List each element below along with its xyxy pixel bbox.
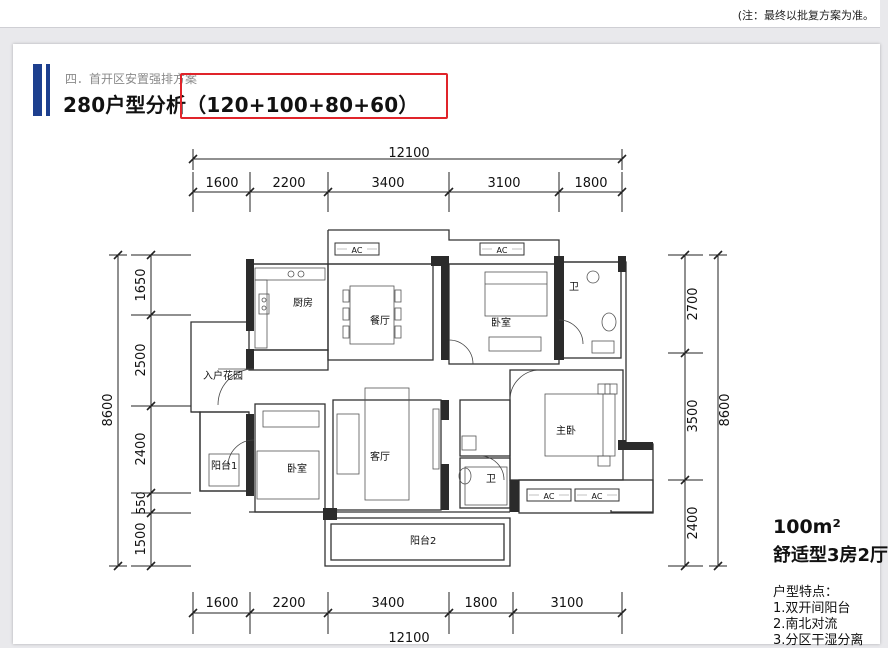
furniture (208, 267, 618, 506)
dim-left-5: 1500 (134, 522, 149, 555)
accent-bar-thin (46, 64, 50, 116)
approval-note: (注：最终以批复方案为准。 (737, 9, 874, 22)
walls-solid (246, 256, 653, 520)
dim-bottom-4: 1800 (464, 596, 497, 611)
room-bedroom-top: 卧室 (491, 316, 511, 329)
room-balcony2: 阳台2 (410, 534, 436, 547)
unit-size: 100m² (773, 516, 841, 538)
previous-page: (注：最终以批复方案为准。 (0, 0, 880, 28)
ac-label-1: AC (352, 246, 363, 255)
dim-left-3: 2400 (134, 432, 149, 465)
room-living: 客厅 (370, 450, 390, 463)
document-page: 四．首开区安置强排方案 280户型分析（120+100+80+60） (13, 44, 888, 648)
unit-type: 舒适型3房2厅 (773, 545, 888, 566)
ac-label-3: AC (544, 492, 555, 501)
feature-item: 2.南北对流 (773, 617, 838, 632)
room-kitchen: 厨房 (293, 296, 313, 309)
ac-label-2: AC (497, 246, 508, 255)
features-title: 户型特点： (773, 585, 839, 600)
dim-left-total: 8600 (101, 393, 116, 426)
feature-item: 1.双开间阳台 (773, 601, 851, 616)
room-dining: 餐厅 (370, 314, 390, 327)
dim-top-total: 12100 (388, 146, 429, 161)
dim-top-1: 1600 (205, 176, 238, 191)
dim-left-2: 2500 (134, 343, 149, 376)
dim-right-2: 3500 (686, 399, 701, 432)
dim-top-3: 3400 (371, 176, 404, 191)
dim-left-4: 550 (134, 492, 148, 515)
room-bedroom-bottom: 卧室 (287, 462, 307, 475)
accent-bar (33, 64, 42, 116)
dim-right-3: 2400 (686, 506, 701, 539)
dim-bottom-3: 3400 (371, 596, 404, 611)
dimension-lines (109, 149, 727, 634)
page-title: 280户型分析（120+100+80+60） (63, 93, 419, 117)
dim-left-1: 1650 (134, 268, 149, 301)
dim-right-total: 8600 (718, 393, 733, 426)
room-bath-bottom: 卫 (486, 474, 496, 485)
room-balcony1: 阳台1 (211, 459, 237, 472)
section-subtitle: 四．首开区安置强排方案 (65, 72, 198, 86)
dim-right-1: 2700 (686, 287, 701, 320)
feature-item: 3.分区干湿分离 (773, 633, 864, 648)
floor-plan: 12100 1600 2200 3400 3100 1800 1600 2200… (101, 146, 733, 646)
dim-top-4: 3100 (487, 176, 520, 191)
ac-label-4: AC (592, 492, 603, 501)
room-master: 主卧 (556, 424, 576, 437)
doors (217, 319, 584, 481)
room-bath-top: 卫 (569, 282, 579, 293)
dim-top-2: 2200 (272, 176, 305, 191)
room-entry-garden: 入户花园 (203, 369, 243, 382)
annotation-highlight-box (180, 73, 448, 119)
dim-bottom-2: 2200 (272, 596, 305, 611)
ac-units (334, 242, 620, 502)
dim-top-5: 1800 (574, 176, 607, 191)
dim-bottom-total: 12100 (388, 631, 429, 646)
dimension-ticks (113, 154, 723, 618)
dim-bottom-1: 1600 (205, 596, 238, 611)
dim-bottom-5: 3100 (550, 596, 583, 611)
